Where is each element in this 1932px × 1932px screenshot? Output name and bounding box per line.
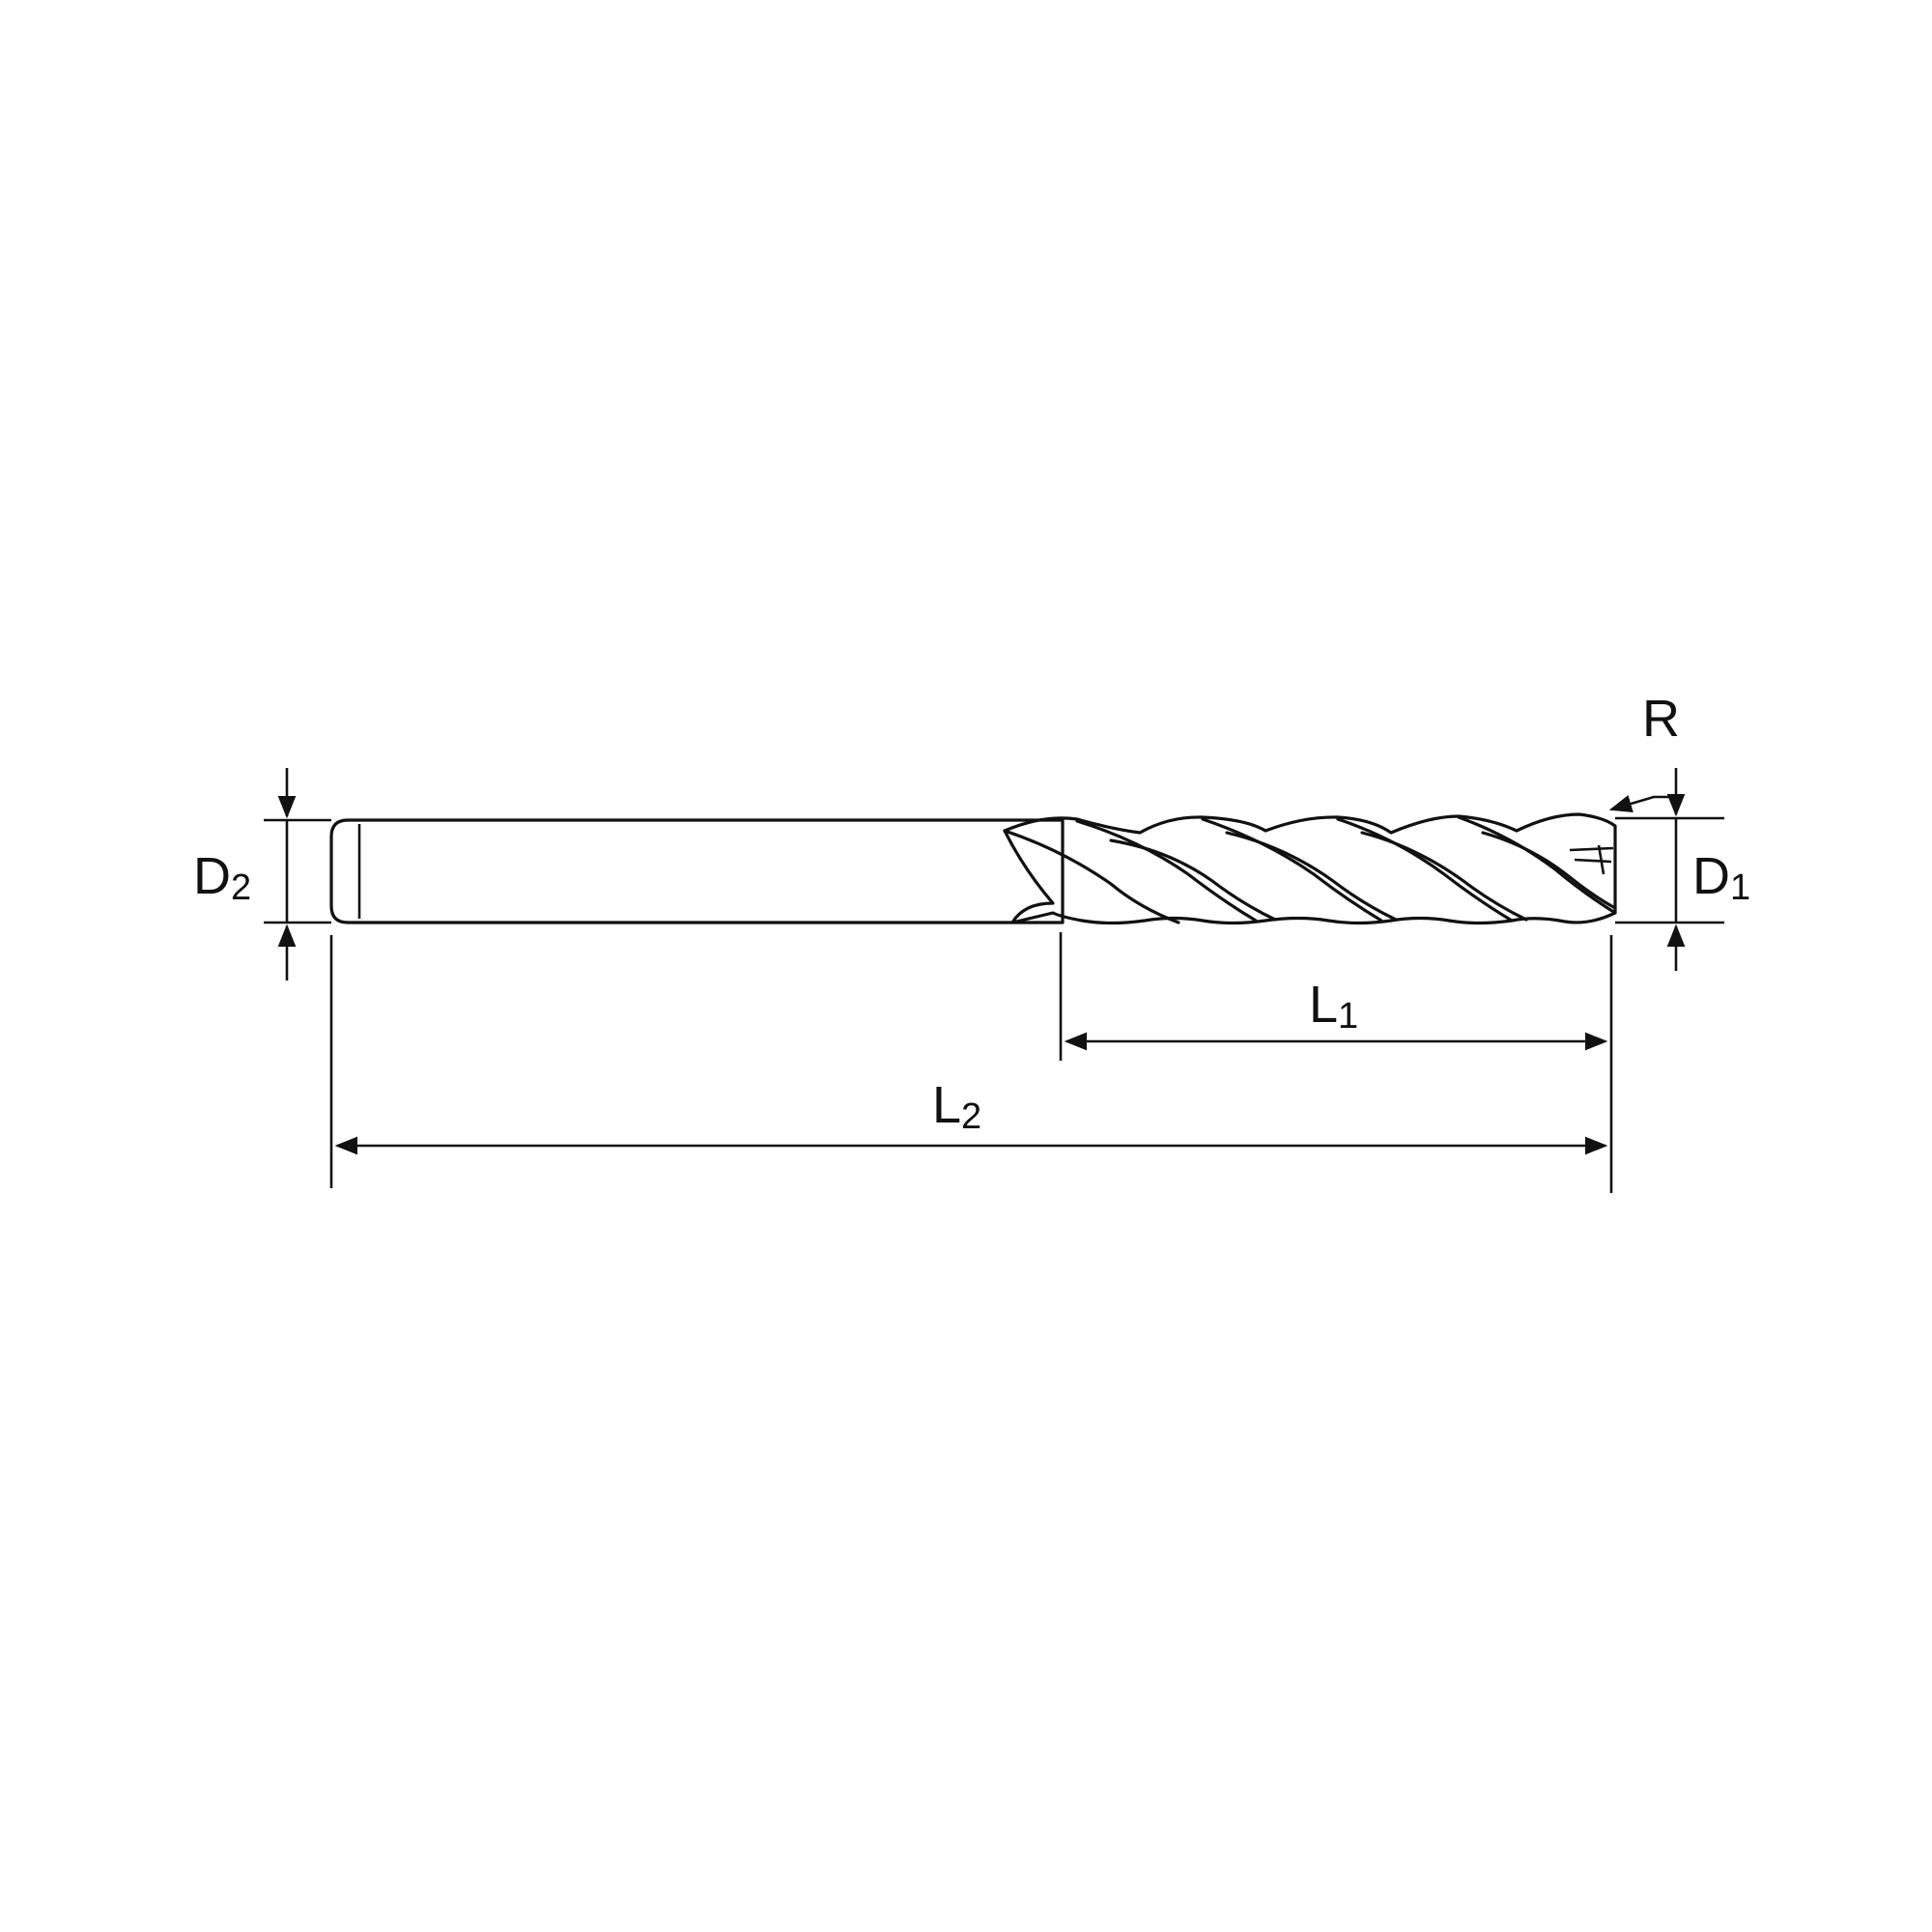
- tip-face-line: [1569, 846, 1614, 852]
- helix-line-5: [1225, 831, 1398, 922]
- d1-label: D1: [1692, 847, 1750, 908]
- helix-line-7: [1360, 831, 1528, 922]
- r-label: R: [1642, 690, 1680, 748]
- helix-line-4: [1201, 817, 1383, 923]
- tip-face-line-3: [1597, 844, 1605, 875]
- helix-line-1: [1003, 829, 1180, 924]
- d2-label: D2: [193, 847, 251, 908]
- flute-body: [1003, 812, 1617, 925]
- shank-body: [329, 818, 1065, 924]
- helix-line-3: [1109, 838, 1277, 922]
- shank: [329, 818, 1065, 924]
- helix-line-8: [1457, 815, 1617, 915]
- r-leader: [1608, 795, 1673, 813]
- tip-face-line-2: [1574, 858, 1612, 864]
- l1-label: L1: [1309, 976, 1358, 1037]
- l2-label: L2: [932, 1076, 981, 1137]
- l1-dimension: L1: [1059, 932, 1613, 1193]
- helix-line-9: [1481, 831, 1617, 910]
- flute-section: [1003, 812, 1617, 925]
- l2-dimension: L2: [329, 935, 1608, 1188]
- helix-line-6: [1336, 817, 1514, 923]
- helix-line-2: [1075, 819, 1258, 923]
- r-callout: R: [1608, 690, 1680, 813]
- d2-dimension: D2: [193, 768, 331, 980]
- d1-dimension: D1: [1615, 768, 1750, 971]
